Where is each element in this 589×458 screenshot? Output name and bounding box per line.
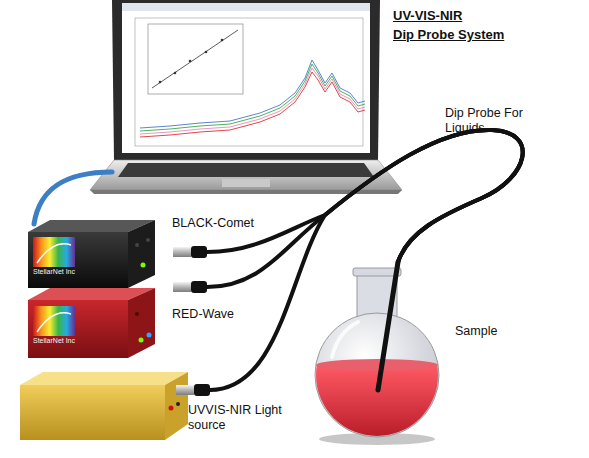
device-drawing [18, 362, 210, 447]
title: UV-VIS-NIR Dip Probe System [393, 8, 504, 42]
connector-boot [194, 384, 210, 396]
logo-arc [37, 244, 71, 263]
fit-line [152, 30, 238, 88]
usb-cable [34, 172, 112, 224]
liquid [310, 365, 510, 455]
indicator [139, 338, 144, 343]
indicator [176, 402, 180, 406]
data-point [159, 81, 162, 84]
toolbar [122, 3, 370, 11]
indicator [135, 312, 139, 316]
logo-arc [37, 313, 71, 332]
logo [33, 237, 75, 267]
spectrum-line [140, 72, 365, 137]
box-front [28, 300, 128, 358]
device-label: RED-Wave [172, 307, 282, 322]
spectrum-line [140, 68, 365, 134]
device-label: UVVIS-NIR Light source [188, 403, 293, 433]
brand-label: StellarNet Inc [33, 337, 93, 345]
box-top [20, 372, 188, 385]
indicator [147, 333, 152, 338]
wrap-spacer [469, 6, 509, 25]
fiber-cable [207, 130, 523, 262]
laptop-base [90, 160, 402, 190]
box-side [128, 288, 155, 358]
liquid-surface [316, 359, 438, 371]
data-point [189, 60, 192, 63]
light-source: UVVIS-NIR Light source [18, 362, 210, 447]
indicator [135, 243, 139, 247]
data-point [205, 51, 208, 54]
indicator [141, 263, 146, 268]
probe-label: Dip Probe For Liquids [445, 106, 530, 136]
spectrometer: StellarNet IncBLACK-Comet [25, 215, 207, 280]
probe-rod [378, 262, 398, 390]
spectrometer: StellarNet IncRED-Wave [25, 280, 207, 360]
brand-label: StellarNet Inc [33, 268, 93, 276]
screen [122, 3, 370, 153]
spectrum-line [140, 60, 365, 128]
connector-boot [191, 281, 207, 293]
data-point [174, 72, 177, 75]
fiber-cable [207, 130, 523, 287]
inset-plot [148, 24, 243, 94]
box-side [165, 372, 188, 440]
keyboard [118, 163, 374, 177]
sample-flask: Sample [310, 262, 510, 444]
connector-tip [173, 247, 191, 257]
connector-boot [191, 246, 207, 258]
flask-drawing [310, 262, 510, 444]
highlight [332, 322, 358, 357]
laptop-edge [90, 190, 402, 194]
title-block: UV-VIS-NIR Dip Probe System [393, 6, 509, 44]
device-label: Sample [455, 324, 515, 339]
touchpad [222, 179, 270, 187]
plot-frame [135, 18, 363, 146]
connector-tip [176, 385, 194, 395]
device-label: BLACK-Comet [172, 216, 282, 231]
box-front [20, 385, 165, 440]
data-point [221, 39, 224, 42]
indicator [169, 406, 174, 411]
box-side [128, 220, 155, 288]
box-front [28, 232, 128, 288]
logo [33, 306, 75, 336]
fiber-cable [210, 130, 523, 390]
screen-bezel [112, 0, 380, 160]
connector-tip [173, 282, 191, 292]
indicator [146, 238, 150, 242]
